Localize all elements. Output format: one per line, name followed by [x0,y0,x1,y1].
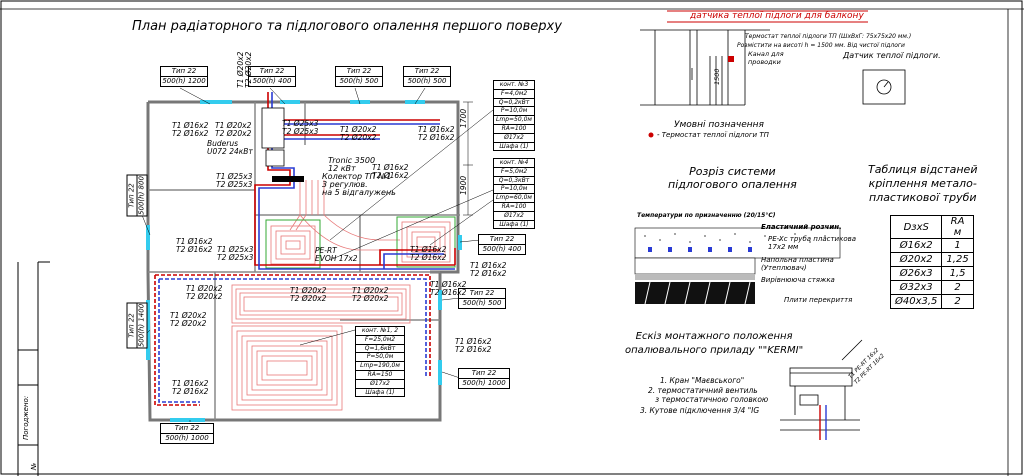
dimension-1900: 1900 [459,175,468,195]
pipe-label: T1 Ø20x2 T2 Ø20x2 [340,125,377,142]
pipe-label: T1 Ø16x2 T2 Ø16x2 [470,261,507,278]
boiler-label: Buderus U072 24кВт [207,139,253,156]
pipe-label: T1 Ø25x3 T2 Ø25x3 [282,119,319,136]
plan-title: План радіаторного та підлогового опаленн… [132,19,562,34]
pipe-label: T1 Ø16x2 T2 Ø16x2 [176,237,213,254]
pipe-label: T1 Ø20x2 T2 Ø20x2 [290,286,327,303]
layer-label: Напольна пластина (Утеплювач) [761,256,834,272]
table-cell: Ø32x3 [889,280,943,295]
layer-label: Плити перекриття [784,296,853,304]
sensor-title: датчика теплої підлоги для балкону [690,11,864,21]
sketch-item: 2. термостатичний вентиль з термостатичн… [648,386,769,404]
table-cell: 1,25 [941,252,974,267]
floor-sensor-label: Датчик теплої підлоги. [843,51,941,60]
table-cell: Ø26x3 [889,266,943,281]
pipe-label: T1 Ø25x3 T2 Ø25x3 [216,172,253,189]
layer-label: Еластичний розчин. [761,223,842,231]
pipe-label: T1 Ø16x2 T2 Ø16x2 [372,163,409,180]
pipe-label: T1 Ø16x2 T2 Ø16x2 [172,121,209,138]
table-head: DзxS [889,215,943,239]
table-cell: Ø20x2 [889,252,943,267]
pipe-label: T1 Ø20x2 T2 Ø20x2 [186,284,223,301]
pipe-label: T1 Ø16x2 T2 Ø16x2 [418,125,455,142]
table-cell: Ø16x2 [889,238,943,253]
channel-label: Канал для проводки [748,50,784,66]
pipe-label: T1 Ø20x2 T2 Ø20x2 [170,311,207,328]
pipe-label: T1 Ø16x2 T2 Ø16x2 [455,337,492,354]
sensor-note-1: Термостат теплої підлоги ТП (ШхВхГ: 75x7… [745,33,912,40]
layer-label: PE-Xc труба пластикова 17x2 мм [768,235,857,251]
table-cell: 2 [941,294,974,309]
tronic-label: Tronic 3500 12 кВт [328,156,376,173]
sketch-item: 1. Кран "Маєвського" [660,376,745,385]
stamp-number: № [30,462,38,470]
pipe-label: T1 Ø20x2 T2 Ø20x2 [352,286,389,303]
vertical-pipe-label: T1 Ø20x2 T2 Ø20x2 [236,51,253,88]
table-head: RA м [941,215,974,239]
pipe-label: T1 Ø25x3 T2 Ø25x3 [217,245,254,262]
table-title: Таблиця відстаней кріплення метало- плас… [868,163,978,204]
pipe-label: T1 Ø16x2 T2 Ø16x2 [172,379,209,396]
legend-title: Умовні позначення [674,120,764,130]
sketch-title: Ескіз монтажного положення опалювального… [625,331,804,356]
pipe-label: T1 Ø16x2 T2 Ø16x2 [410,245,447,262]
section-title: Розріз системи підлогового опалення [668,165,797,191]
table-cell: 1,5 [941,266,974,281]
table-cell: Ø40x3,5 [889,294,943,309]
sensor-note-2: Розмістити на висоті h = 1500 мм. Від чи… [737,42,905,49]
section-temp: Температури по призначенню (20/15°С) [637,212,776,219]
height-label: 1500 [713,68,721,85]
table-cell: 2 [941,280,974,295]
dimension-1700: 1700 [459,108,468,128]
pipe-label: T1 Ø16x2 T2 Ø16x2 [430,280,467,297]
stamp-agreed: Погоджено: [22,395,30,440]
layer-label: Вирівнююча стяжка [761,276,835,284]
pipe-type-label: PE-RT EVOH 17x2 [315,246,358,263]
sketch-item: 3. Кутове підключення 3/4 "IG [640,406,760,415]
collector-label: Колектор ТП №1 3 регулюв. на 5 відгалуже… [322,172,396,197]
table-cell: 1 [941,238,974,253]
pipe-label: T1 Ø20x2 T2 Ø20x2 [215,121,252,138]
legend-item: - Термостат теплої підлоги ТП [657,131,769,139]
